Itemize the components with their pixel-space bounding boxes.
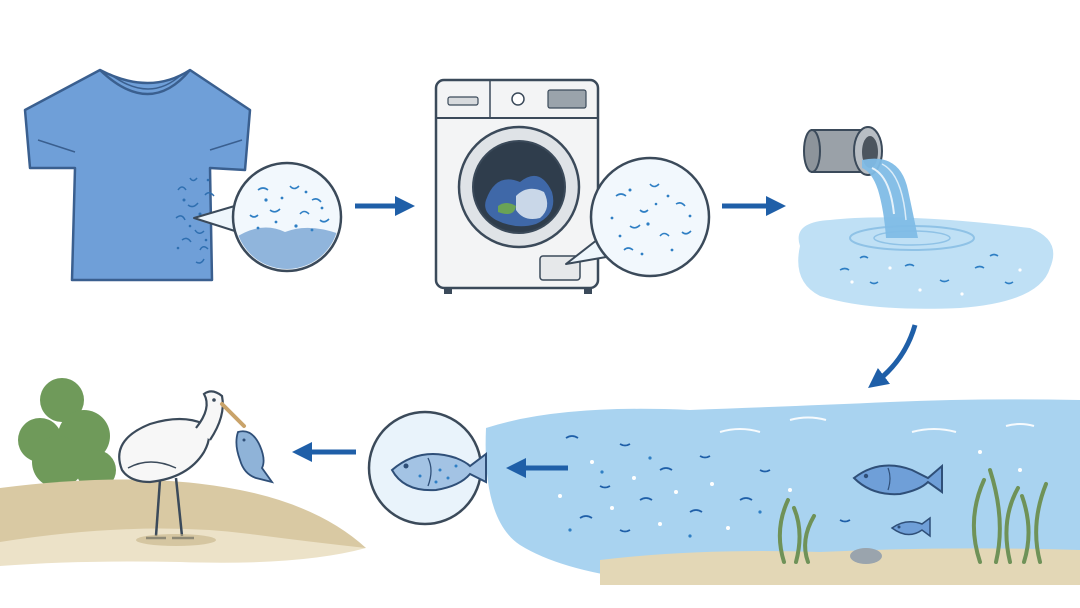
shirt-fibers bbox=[175, 177, 215, 264]
bush-icon bbox=[18, 378, 116, 490]
ocean-icon bbox=[485, 399, 1080, 585]
sand-shore bbox=[0, 479, 366, 566]
fish-icon bbox=[852, 463, 943, 496]
water-pool-icon bbox=[798, 217, 1054, 309]
arrow-drain-to-ocean bbox=[868, 324, 918, 389]
heron-icon bbox=[118, 390, 246, 546]
magnifier-microfiber-icon bbox=[565, 156, 711, 278]
fish-magnifier bbox=[367, 410, 487, 526]
washing-machine-icon bbox=[434, 78, 600, 294]
pipe-icon bbox=[803, 126, 918, 238]
magnifier-microfiber-icon bbox=[193, 161, 343, 273]
t-shirt-icon bbox=[23, 68, 252, 282]
fish-icon bbox=[890, 516, 931, 538]
seaweed-icon bbox=[777, 468, 1048, 564]
fish-icon bbox=[235, 430, 275, 484]
fish-icon bbox=[390, 452, 487, 492]
